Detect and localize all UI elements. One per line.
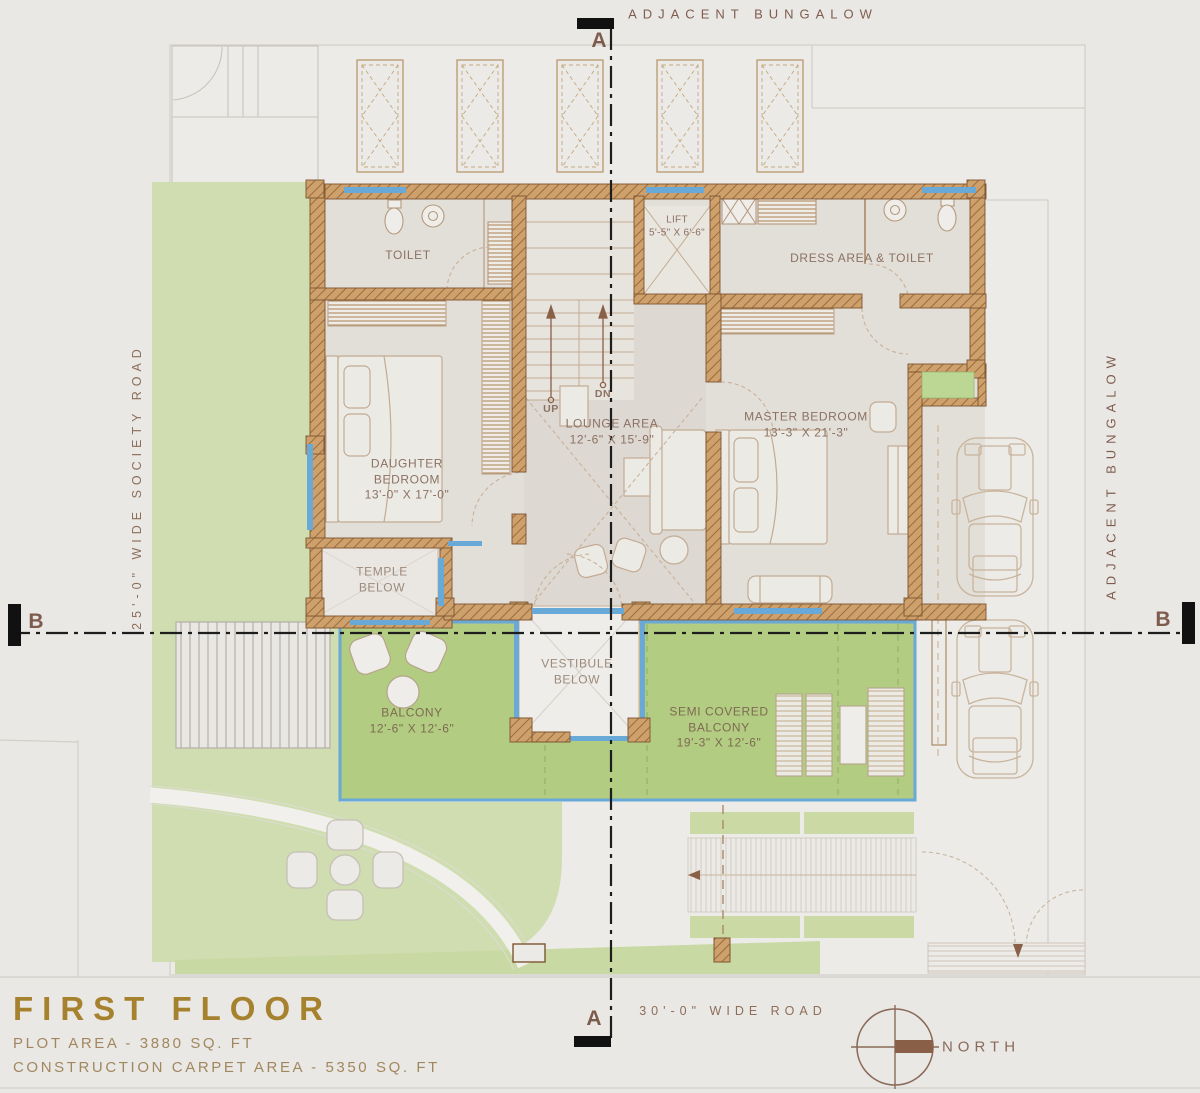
planter-box — [921, 371, 975, 399]
walls — [305, 179, 987, 629]
garden-table-set — [286, 819, 404, 921]
daughter-bed — [325, 295, 511, 523]
label-lift: LIFT 5'-5" X 6'-6" — [649, 214, 705, 239]
north-compass-icon — [851, 1005, 939, 1089]
label-master-bedroom: MASTER BEDROOM 13'-3" X 21'-3" — [744, 409, 868, 439]
section-line-b — [8, 602, 1195, 646]
label-lounge: LOUNGE AREA 12'-6" X 15'-9" — [565, 416, 659, 446]
section-marker-a-bottom: A — [586, 1007, 602, 1030]
label-temple-below: TEMPLE BELOW — [356, 564, 408, 594]
garden-path — [149, 787, 532, 969]
section-line-a — [574, 18, 614, 1047]
lift-shaft — [643, 205, 711, 295]
label-toilet: TOILET — [385, 248, 431, 263]
semi-balcony-furniture — [775, 687, 905, 777]
label-balcony: BALCONY 12'-6" X 12'-6" — [369, 705, 455, 735]
dress-area-fixtures — [721, 196, 957, 264]
garden — [149, 182, 820, 974]
label-dress-area: DRESS AREA & TOILET — [790, 251, 934, 266]
master-bed — [711, 307, 910, 604]
adjacent-bungalow-top-label: ADJACENT BUNGALOW — [628, 6, 878, 22]
entry-gate — [921, 851, 1086, 974]
section-marker-a-top: A — [591, 29, 607, 52]
pergola-panels — [356, 59, 804, 173]
adjacent-bungalow-right-label: ADJACENT BUNGALOW — [1103, 350, 1119, 600]
label-vestibule-below: VESTIBULE BELOW — [541, 656, 613, 686]
label-stairs-up: UP — [543, 403, 559, 416]
fence-railing — [175, 621, 331, 749]
label-semi-covered-balcony: SEMI COVERED BALCONY 19'-3" X 12'-6" — [669, 704, 769, 750]
page-title: FIRST FLOOR — [13, 990, 332, 1027]
section-marker-b-right: B — [1155, 608, 1171, 631]
driveway-ramp — [512, 805, 917, 963]
windows — [307, 187, 976, 625]
wide-road-label: 30'-0" WIDE ROAD — [639, 1004, 827, 1018]
title-block: FIRST FLOOR PLOT AREA - 3880 SQ. FT CONS… — [13, 990, 440, 1076]
balcony-furniture — [349, 630, 448, 709]
staircase — [526, 196, 634, 404]
north-label: NORTH — [941, 1038, 1021, 1056]
section-marker-b-left: B — [28, 610, 44, 633]
society-road-label: 25'-0" WIDE SOCIETY ROAD — [130, 344, 144, 630]
label-daughter-bedroom: DAUGHTER BEDROOM 13'-0" X 17'-0" — [364, 456, 450, 502]
plot-area-text: PLOT AREA - 3880 SQ. FT — [13, 1035, 255, 1052]
label-stairs-down: DN — [594, 388, 612, 401]
carpet-area-text: CONSTRUCTION CARPET AREA - 5350 SQ. FT — [13, 1059, 440, 1076]
door-swings — [446, 246, 910, 613]
